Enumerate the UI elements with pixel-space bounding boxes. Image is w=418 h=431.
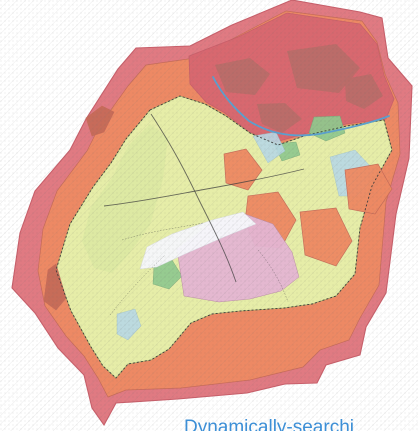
map-caption: Dynamically-searchi bbox=[184, 417, 354, 431]
